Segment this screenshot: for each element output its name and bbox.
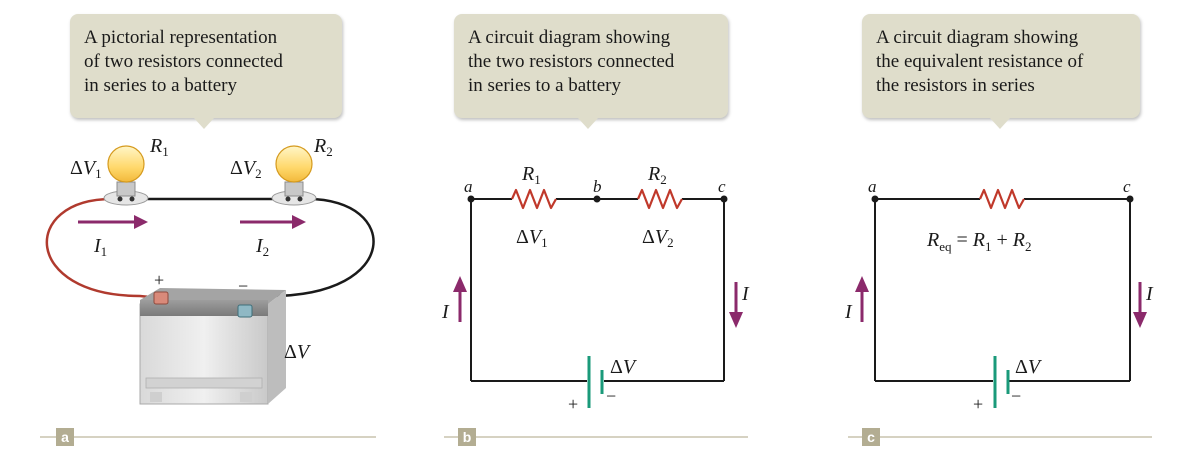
label-plus-c: +: [973, 394, 983, 414]
caption-c-pointer: [990, 118, 1010, 129]
label-current-left-b: I: [441, 301, 450, 323]
bulb-1: [103, 145, 149, 206]
label-node-b: b: [593, 177, 602, 196]
caption-b-line2: the two resistors connected: [468, 51, 675, 72]
label-r1-pictorial: R1: [149, 135, 169, 159]
caption-box-b: A circuit diagram showing the two resist…: [454, 14, 728, 118]
caption-a-line1: A pictorial representation: [84, 27, 278, 48]
circuit-b-wires: [470, 198, 725, 382]
caption-c-line1: A circuit diagram showing: [876, 27, 1079, 48]
node-a-dot-c: [871, 195, 879, 203]
current-arrow-down-b: [729, 282, 743, 328]
panel-letter-bar-b: b: [444, 428, 748, 446]
caption-b-line1: A circuit diagram showing: [468, 27, 671, 48]
label-node-a-c: a: [868, 177, 877, 196]
bulb-2: [271, 145, 317, 206]
label-minus-pictorial: −: [238, 276, 248, 296]
panel-c-circuit: a c Req = R1 + R2 I I ΔV + −: [844, 177, 1154, 414]
caption-c-line3: the resistors in series: [876, 75, 1035, 96]
panel-letter-bar-a: a: [40, 428, 376, 446]
caption-c-line2: the equivalent resistance of: [876, 51, 1084, 72]
label-node-c-c: c: [1123, 177, 1131, 196]
current-arrow-down-c: [1133, 282, 1147, 328]
node-c-dot-b: [720, 195, 728, 203]
wire-black-right: [245, 197, 375, 314]
label-minus-b: −: [606, 386, 616, 406]
caption-a-line2: of two resistors connected: [84, 51, 283, 72]
car-battery: [139, 288, 286, 405]
panel-letter-a: a: [61, 429, 69, 445]
label-plus-b: +: [568, 394, 578, 414]
caption-b-pointer: [578, 118, 598, 129]
current-arrow-up-b: [453, 276, 467, 322]
label-dv2-circuit: ΔV2: [642, 226, 674, 250]
circuit-c-wires: [874, 198, 1131, 382]
current-arrow-2: [240, 215, 306, 229]
label-dv-battery-c: ΔV: [1015, 356, 1043, 378]
label-current-right-b: I: [741, 283, 750, 305]
resistor-r1-symbol: [510, 188, 557, 210]
resistor-req-symbol: [978, 188, 1025, 210]
label-current-left-c: I: [844, 301, 853, 323]
caption-a-pointer: [194, 118, 214, 129]
label-dv1-pictorial: ΔV1: [70, 157, 102, 181]
label-r1-circuit: R1: [521, 163, 541, 187]
label-req-equation: Req = R1 + R2: [926, 229, 1032, 254]
node-a-dot-b: [467, 195, 475, 203]
current-arrow-1: [78, 215, 148, 229]
label-node-a-b: a: [464, 177, 473, 196]
panel-letter-b: b: [463, 429, 472, 445]
label-r2-pictorial: R2: [313, 135, 333, 159]
resistor-r2-symbol: [636, 188, 683, 210]
label-i2-pictorial: I2: [255, 235, 269, 259]
wire-red: [45, 197, 161, 300]
label-minus-c: −: [1011, 386, 1021, 406]
node-b-dot: [593, 195, 601, 203]
label-current-right-c: I: [1145, 283, 1154, 305]
label-node-c-b: c: [718, 177, 726, 196]
label-plus-pictorial: +: [154, 270, 164, 290]
caption-b-line3: in series to a battery: [468, 75, 622, 96]
caption-box-a: A pictorial representation of two resist…: [70, 14, 342, 118]
panel-a-pictorial: ΔV1 R1 ΔV2 R2 I1 I2 + − ΔV: [45, 135, 375, 405]
node-c-dot-c: [1126, 195, 1134, 203]
label-dv2-pictorial: ΔV2: [230, 157, 262, 181]
caption-box-c: A circuit diagram showing the equivalent…: [862, 14, 1140, 118]
label-r2-circuit: R2: [647, 163, 667, 187]
label-i1-pictorial: I1: [93, 235, 107, 259]
label-dv-battery-b: ΔV: [610, 356, 638, 378]
label-dv-pictorial: ΔV: [284, 341, 312, 363]
caption-a-line3: in series to a battery: [84, 75, 238, 96]
panel-b-circuit: a b c R1 R2 ΔV1 ΔV2 I I ΔV + −: [441, 163, 750, 414]
panel-letter-c: c: [867, 429, 875, 445]
panel-letter-bar-c: c: [848, 428, 1152, 446]
current-arrow-up-c: [855, 276, 869, 322]
label-dv1-circuit: ΔV1: [516, 226, 548, 250]
